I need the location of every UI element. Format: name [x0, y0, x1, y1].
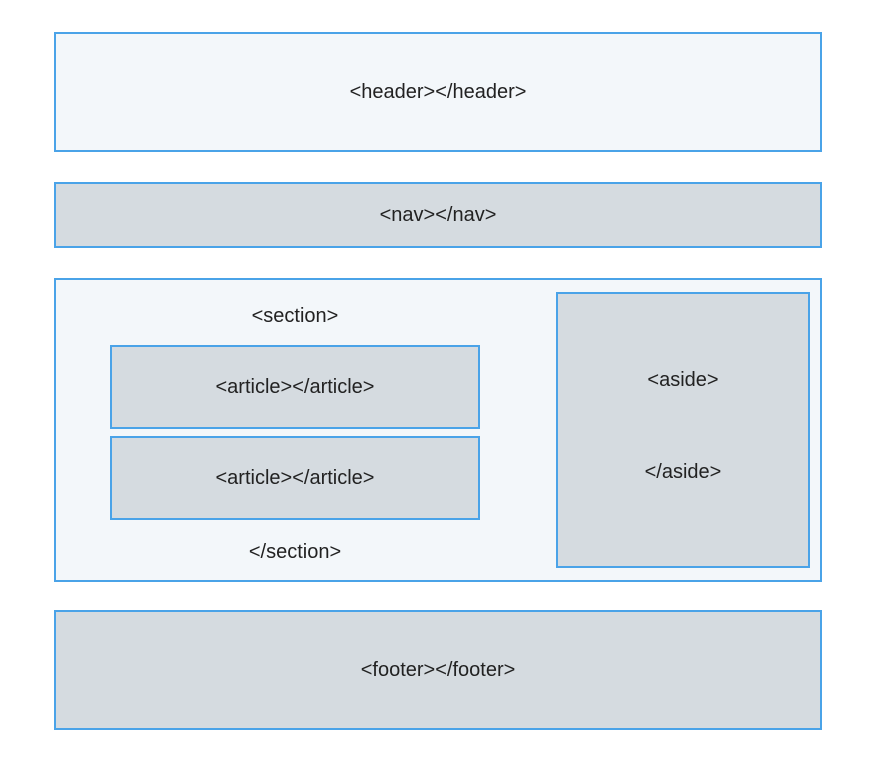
aside-open-label: <aside> [647, 369, 719, 391]
article-label-1: <article></article> [215, 375, 375, 398]
section-close-label: </section> [248, 541, 342, 563]
section-block: <section> <article></article> <article><… [56, 280, 536, 580]
article-label-2: <article></article> [215, 466, 375, 489]
aside-close-label: </aside> [644, 461, 722, 483]
footer-block: <footer></footer> [54, 610, 822, 730]
footer-label: <footer></footer> [360, 658, 516, 681]
article-block-1: <article></article> [110, 345, 480, 429]
nav-block: <nav></nav> [54, 182, 822, 248]
section-open-label: <section> [251, 305, 339, 327]
header-block: <header></header> [54, 32, 822, 152]
aside-block: <aside> </aside> [556, 292, 810, 568]
main-container: <section> <article></article> <article><… [54, 278, 822, 582]
article-block-2: <article></article> [110, 436, 480, 520]
nav-label: <nav></nav> [379, 203, 497, 226]
header-label: <header></header> [349, 80, 527, 103]
